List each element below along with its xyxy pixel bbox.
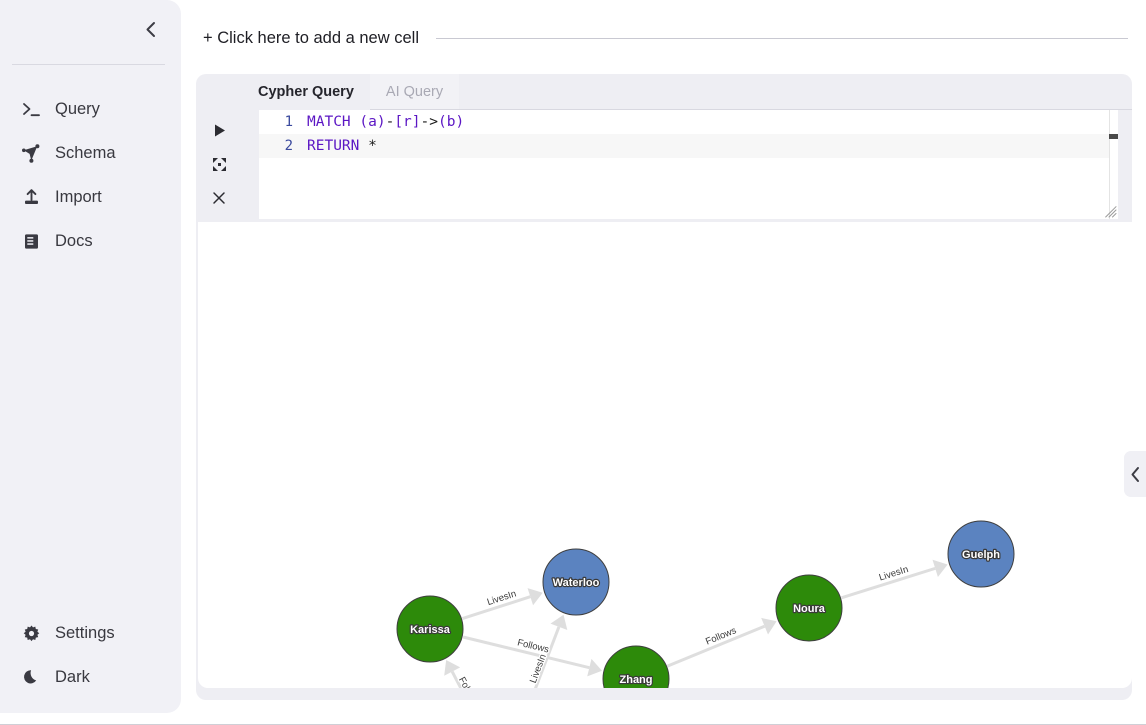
chevron-left-icon[interactable] bbox=[139, 18, 161, 40]
right-panel-collapse-button[interactable] bbox=[1124, 451, 1146, 497]
graph-node-label: Karissa bbox=[410, 624, 451, 636]
tab-label: AI Query bbox=[385, 83, 444, 100]
graph-edge bbox=[840, 566, 936, 600]
sidebar-item-label: Schema bbox=[55, 143, 116, 162]
editor-scrollbar[interactable] bbox=[1109, 110, 1118, 219]
terminal-prompt-icon bbox=[22, 100, 41, 119]
editor-region: 1 MATCH (a)-[r]->(b) 2 RETURN * bbox=[196, 110, 1132, 222]
sidebar-item-label: Dark bbox=[55, 667, 90, 686]
graph-node-label: Waterloo bbox=[553, 577, 600, 589]
graph-edge-arrowhead bbox=[527, 588, 543, 606]
tabs-underline bbox=[446, 109, 1132, 110]
graph-edge-arrowhead bbox=[932, 559, 948, 577]
graph-node-circle bbox=[542, 548, 610, 616]
sidebar-collapse-row bbox=[0, 0, 181, 58]
graph-nodes: KarissaWaterlooZhangAdamNouraGuelphKitch… bbox=[396, 520, 1015, 688]
graph-edge-arrowhead bbox=[761, 617, 777, 635]
sidebar: Query Schema Import Docs bbox=[0, 0, 181, 713]
sidebar-item-label: Docs bbox=[55, 231, 93, 250]
sidebar-item-label: Settings bbox=[55, 623, 115, 642]
add-new-cell-button[interactable]: + Click here to add a new cell bbox=[203, 28, 419, 47]
graph-node: Karissa bbox=[396, 595, 464, 663]
book-icon bbox=[22, 232, 41, 251]
editor-scrollbar-thumb[interactable] bbox=[1109, 134, 1118, 139]
graph-edge-label: LivesIn bbox=[528, 653, 549, 685]
add-cell-divider bbox=[436, 37, 1128, 39]
graph-node: Guelph bbox=[947, 520, 1015, 588]
sidebar-item-docs[interactable]: Docs bbox=[0, 219, 181, 263]
code-line: 1 MATCH (a)-[r]->(b) bbox=[259, 110, 1118, 134]
tab-ai-query[interactable]: AI Query bbox=[369, 74, 460, 110]
editor-resize-grip[interactable] bbox=[1105, 206, 1117, 218]
sidebar-item-schema[interactable]: Schema bbox=[0, 131, 181, 175]
graph-node-label: Noura bbox=[793, 603, 826, 615]
result-region: LivesInFollowsFollowsLivesInFollowsFollo… bbox=[196, 222, 1132, 688]
cell-tabs: Cypher Query AI Query bbox=[196, 74, 1132, 110]
graph-svg: LivesInFollowsFollowsLivesInFollowsFollo… bbox=[396, 520, 1015, 688]
graph-schema-icon bbox=[22, 143, 41, 163]
graph-node: Noura bbox=[775, 574, 843, 642]
close-x-icon[interactable] bbox=[209, 188, 229, 208]
line-number: 2 bbox=[284, 138, 293, 154]
sidebar-item-label: Import bbox=[55, 187, 102, 206]
graph-node: Zhang bbox=[602, 645, 670, 688]
add-cell-row: + Click here to add a new cell bbox=[181, 0, 1146, 76]
line-number: 1 bbox=[284, 114, 293, 130]
graph-node: Waterloo bbox=[542, 548, 610, 616]
graph-edge bbox=[534, 626, 561, 688]
code-line: 2 RETURN * bbox=[259, 134, 1118, 158]
graph-node-label: Guelph bbox=[962, 549, 1000, 561]
tab-label: Cypher Query bbox=[258, 84, 354, 100]
graph-edge bbox=[450, 670, 463, 688]
graph-node-circle bbox=[775, 574, 843, 642]
graph-edges bbox=[444, 559, 948, 688]
graph-edge-arrowhead bbox=[550, 614, 568, 631]
graph-edge-label: Follows bbox=[456, 675, 481, 688]
graph-edge-arrowhead bbox=[444, 660, 461, 676]
graph-node-circle bbox=[396, 595, 464, 663]
code-text: MATCH (a)-[r]->(b) bbox=[307, 114, 465, 130]
graph-node-circle bbox=[947, 520, 1015, 588]
graph-visualization[interactable]: LivesInFollowsFollowsLivesInFollowsFollo… bbox=[198, 222, 1132, 688]
graph-edge bbox=[462, 635, 590, 670]
editor-toolbar bbox=[196, 110, 242, 222]
play-icon[interactable] bbox=[209, 120, 229, 140]
upload-icon bbox=[22, 188, 41, 207]
gear-icon bbox=[22, 624, 41, 643]
expand-arrows-icon[interactable] bbox=[209, 154, 229, 174]
sidebar-item-dark-mode[interactable]: Dark bbox=[0, 655, 181, 699]
sidebar-item-import[interactable]: Import bbox=[0, 175, 181, 219]
query-cell: Cypher Query AI Query bbox=[196, 74, 1132, 700]
graph-node-circle bbox=[602, 645, 670, 688]
tab-cypher-query[interactable]: Cypher Query bbox=[242, 74, 370, 110]
sidebar-item-label: Query bbox=[55, 99, 100, 118]
code-editor[interactable]: 1 MATCH (a)-[r]->(b) 2 RETURN * bbox=[259, 110, 1118, 219]
main-area: + Click here to add a new cell Cypher Qu… bbox=[181, 0, 1146, 725]
sidebar-item-query[interactable]: Query bbox=[0, 87, 181, 131]
sidebar-nav: Query Schema Import Docs bbox=[0, 87, 181, 263]
sidebar-divider bbox=[12, 64, 165, 65]
graph-node-label: Zhang bbox=[620, 674, 653, 686]
moon-icon bbox=[22, 668, 41, 687]
sidebar-bottom-nav: Settings Dark bbox=[0, 611, 181, 699]
graph-edge bbox=[461, 595, 531, 621]
code-text: RETURN * bbox=[307, 138, 377, 154]
graph-edge-arrowhead bbox=[587, 658, 602, 677]
sidebar-item-settings[interactable]: Settings bbox=[0, 611, 181, 655]
graph-edge bbox=[666, 624, 766, 668]
graph-edge-labels: LivesInFollowsFollowsLivesInFollowsFollo… bbox=[455, 563, 911, 688]
